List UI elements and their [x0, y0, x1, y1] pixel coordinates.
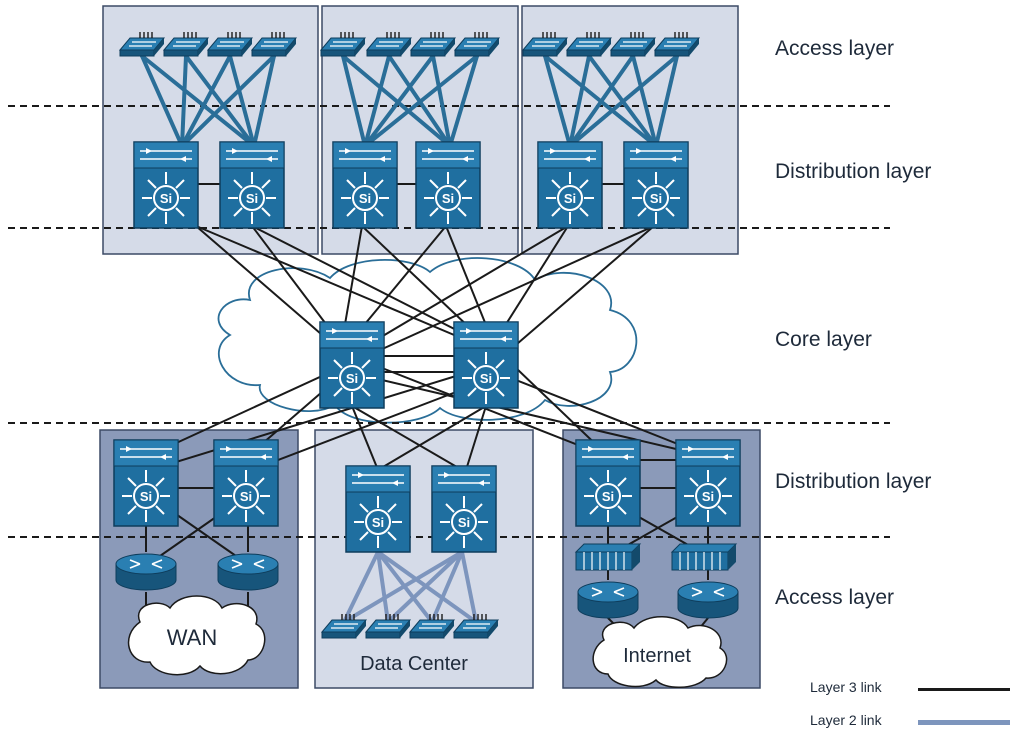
multilayer-switch-icon [345, 465, 411, 553]
multilayer-switch-icon [133, 141, 199, 229]
si-label: Si [372, 515, 384, 530]
data-center-label: Data Center [360, 653, 468, 675]
layer-label-access-bottom: Access layer [775, 586, 895, 609]
internet-label: Internet [623, 645, 691, 667]
si-label: Si [140, 489, 152, 504]
si-label: Si [246, 191, 258, 206]
firewall-icon [575, 543, 641, 571]
wan-label: WAN [167, 625, 218, 650]
layer-label-core: Core layer [775, 328, 872, 351]
si-label: Si [702, 489, 714, 504]
layer-label-access-top: Access layer [775, 37, 895, 60]
switch-labels: Si Si Si Si Si Si Si Si Si Si Si Si Si S… [140, 191, 714, 530]
si-label: Si [346, 371, 358, 386]
layer-label-distribution-top: Distribution layer [775, 160, 932, 183]
si-label: Si [458, 515, 470, 530]
si-label: Si [240, 489, 252, 504]
multilayer-switch-icon [113, 439, 179, 527]
legend-layer3-label: Layer 3 link [810, 679, 882, 695]
layer2-links [342, 550, 478, 624]
si-label: Si [359, 191, 371, 206]
router-icon [217, 553, 279, 591]
layer3-links [145, 183, 709, 641]
si-label: Si [442, 191, 454, 206]
multilayer-switch-icon [623, 141, 689, 229]
si-label: Si [650, 191, 662, 206]
multilayer-switch-icon [575, 439, 641, 527]
multilayer-switch-icon [675, 439, 741, 527]
multilayer-switch-icon [219, 141, 285, 229]
si-label: Si [564, 191, 576, 206]
router-icon [577, 581, 639, 619]
router-icon [677, 581, 739, 619]
internet-cloud [592, 616, 728, 688]
firewall-icon [671, 543, 737, 571]
multilayer-switch-icon [537, 141, 603, 229]
core-cloud [217, 257, 638, 424]
multilayer-switch-icon [431, 465, 497, 553]
si-label: Si [602, 489, 614, 504]
wan-cloud [127, 595, 266, 676]
core-switch-icon [453, 321, 519, 409]
top-access-uplinks [140, 54, 679, 148]
router-icon [115, 553, 177, 591]
legend-layer2-line [918, 720, 1010, 725]
layer-label-distribution-bottom: Distribution layer [775, 470, 932, 493]
multilayer-switch-icon [415, 141, 481, 229]
si-label: Si [160, 191, 172, 206]
si-label: Si [480, 371, 492, 386]
legend-layer2-label: Layer 2 link [810, 712, 882, 728]
multilayer-switch-icon [213, 439, 279, 527]
legend-layer3-line [918, 688, 1010, 691]
multilayer-switch-icon [332, 141, 398, 229]
core-switch-icon [319, 321, 385, 409]
